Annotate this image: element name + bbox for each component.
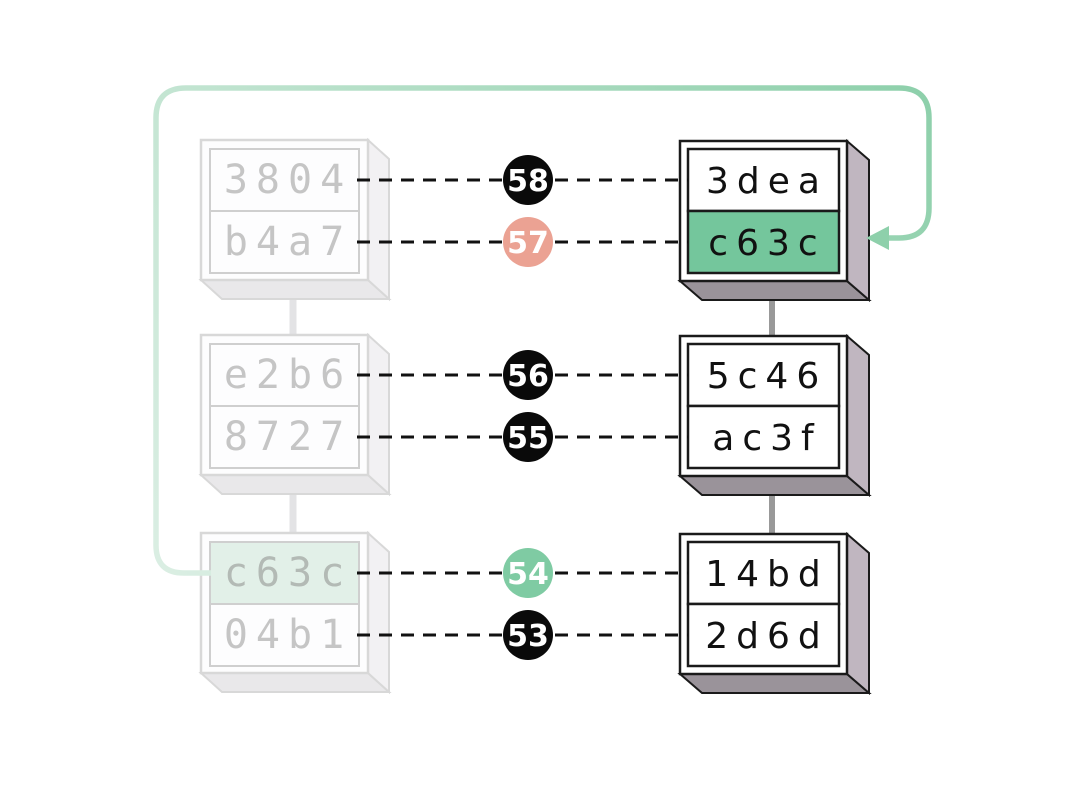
right-block-3-bottom-cell bbox=[686, 602, 841, 668]
left-block-2-top-hash: e2b6 bbox=[224, 352, 352, 398]
right-block-3-bottom-hash: 2d6d bbox=[705, 616, 829, 657]
right-block-3-top-hash: 14bd bbox=[705, 554, 829, 595]
hash-loop-arrow-path bbox=[153, 85, 932, 576]
left-block-1-bottom-face bbox=[198, 279, 392, 300]
nonce-badge-56-label: 56 bbox=[507, 359, 549, 394]
left-block-3: c63c 04b1 bbox=[198, 530, 392, 695]
nonce-badge-55-label: 55 bbox=[507, 421, 549, 456]
left-block-1-top-hash: 3804 bbox=[224, 157, 352, 203]
left-block-2: e2b6 8727 bbox=[198, 332, 392, 497]
left-block-2-bottom-face bbox=[198, 474, 392, 495]
right-block-2-bottom-hash: ac3f bbox=[712, 418, 821, 459]
nonce-badge-57 bbox=[503, 217, 553, 267]
hash-loop-arrowhead-icon bbox=[866, 226, 889, 250]
nonce-badge-53-label: 53 bbox=[507, 619, 549, 654]
nonce-badge-55 bbox=[503, 412, 553, 462]
right-block-3-bottom-face bbox=[677, 673, 872, 694]
nonce-badge-54 bbox=[503, 548, 553, 598]
right-block-2-bottom-face bbox=[677, 475, 872, 496]
nonce-badge-58-label: 58 bbox=[507, 164, 549, 199]
right-block-3-right-face bbox=[846, 531, 870, 696]
right-block-1-bottom-cell-highlight bbox=[686, 209, 841, 275]
left-block-2-bottom-hash: 8727 bbox=[224, 414, 352, 460]
left-block-2-right-face bbox=[367, 332, 390, 497]
right-block-3: 14bd 2d6d bbox=[677, 531, 872, 696]
left-block-3-right-face bbox=[367, 530, 390, 695]
left-block-1-bottom-hash: b4a7 bbox=[224, 219, 352, 265]
left-block-1: 3804 b4a7 bbox=[198, 137, 392, 302]
right-block-1-top-hash: 3dea bbox=[706, 161, 828, 202]
nonce-badge-56 bbox=[503, 350, 553, 400]
right-block-2-top-hash: 5c46 bbox=[707, 356, 828, 397]
right-block-2-top-cell bbox=[686, 342, 841, 408]
left-block-3-top-hash: c63c bbox=[224, 550, 352, 596]
left-block-1-right-face bbox=[367, 137, 390, 302]
right-block-2-right-face bbox=[846, 333, 870, 498]
right-block-1-right-face bbox=[846, 138, 870, 303]
nonce-badges: 58 57 56 55 54 53 bbox=[503, 155, 553, 660]
right-block-1-bottom-face bbox=[677, 280, 872, 301]
right-block-1-bottom-hash: c63c bbox=[708, 223, 825, 264]
nonce-badge-54-label: 54 bbox=[507, 557, 549, 592]
right-block-3-top-cell bbox=[686, 540, 841, 606]
nonce-badge-58 bbox=[503, 155, 553, 205]
nonce-badge-53 bbox=[503, 610, 553, 660]
right-block-2-bottom-cell bbox=[686, 404, 841, 470]
right-block-2: 5c46 ac3f bbox=[677, 333, 872, 498]
left-block-3-bottom-face bbox=[198, 672, 392, 693]
left-block-3-bottom-hash: 04b1 bbox=[224, 612, 352, 658]
right-block-1: 3dea c63c bbox=[677, 138, 872, 303]
nonce-badge-57-label: 57 bbox=[507, 226, 549, 261]
right-block-1-top-cell bbox=[686, 147, 841, 213]
